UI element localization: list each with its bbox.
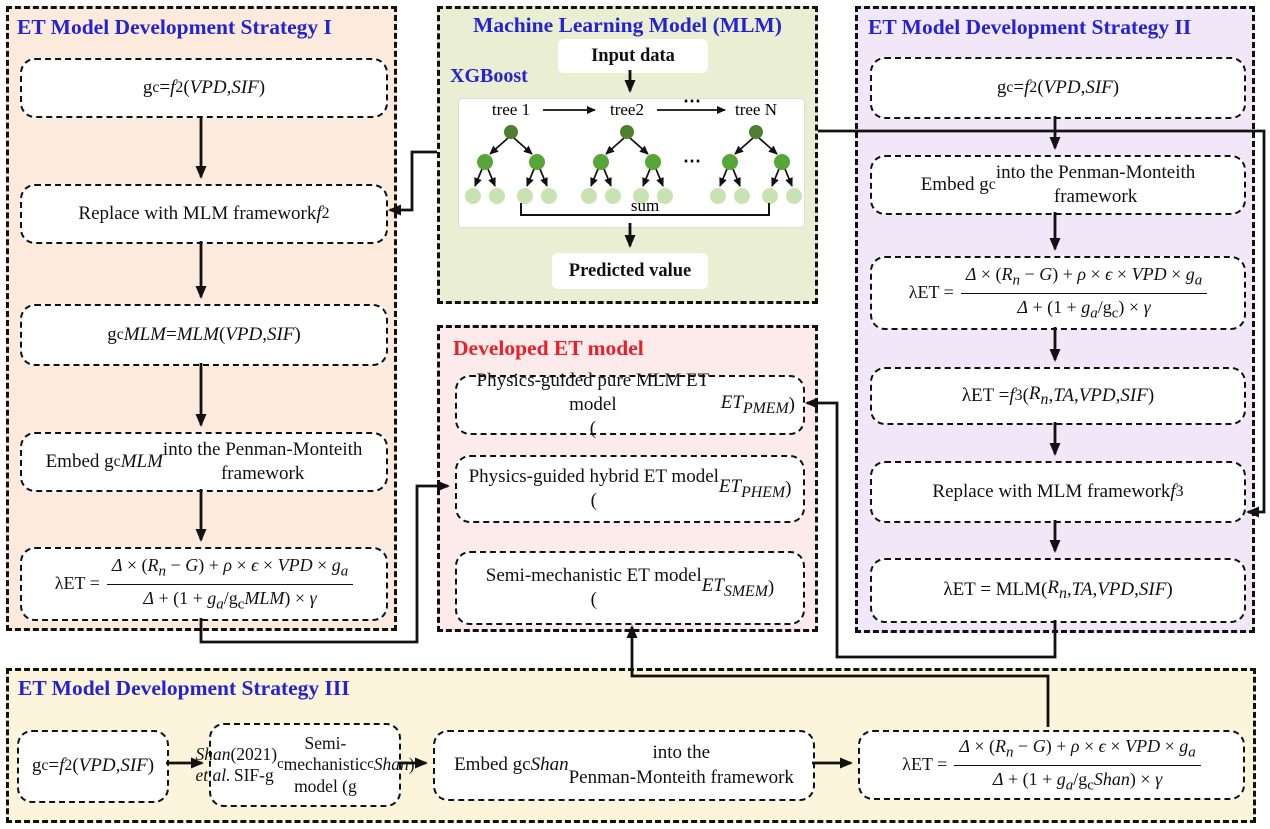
tree-edges	[474, 137, 793, 187]
tree-node	[541, 188, 557, 204]
sum-label: sum	[631, 196, 659, 215]
connector-mlm-to-strategy1	[388, 150, 437, 216]
tree-node	[633, 188, 649, 204]
tree-node	[722, 154, 738, 170]
strategy-3-title: ET Model Development Strategy III	[18, 676, 350, 700]
tree-2-label: tree2	[610, 100, 644, 119]
tree-node	[605, 188, 621, 204]
strategy-2-box-formula: λET = Δ × (Rn − G) + ρ × ϵ × VPD × ga Δ …	[870, 256, 1246, 330]
xgboost-tree-diagram: tree 1 tree2 tree N ⋯ ⋯	[465, 91, 802, 216]
developed-box-phem: Physics-guided hybrid ET model(ETPHEM)	[455, 455, 805, 523]
tree-node	[465, 188, 481, 204]
tree-node	[477, 154, 493, 170]
tree-1-label: tree 1	[492, 100, 530, 119]
tree-node	[529, 154, 545, 170]
strategy-2-box-mlm: λET = MLM(Rn, TA, VPD, SIF)	[870, 558, 1246, 623]
formula-numerator: Δ × (Rn − G) + ρ × ϵ × VPD × ga	[960, 263, 1208, 294]
tree-n-label: tree N	[735, 100, 777, 119]
xgboost-label: XGBoost	[450, 65, 528, 87]
strategy-3-box-formula: λET = Δ × (Rn − G) + ρ × ϵ × VPD × ga Δ …	[858, 730, 1245, 800]
strategy-1-title: ET Model Development Strategy I	[17, 15, 332, 39]
tree-nodes	[465, 125, 802, 204]
penman-monteith-formula: λET = Δ × (Rn − G) + ρ × ϵ × VPD × ga Δ …	[908, 263, 1208, 324]
tree-node	[749, 125, 763, 139]
formula-denominator: Δ + (1 + ga/gc) × γ	[1017, 296, 1151, 322]
formula-denominator: Δ + (1 + ga/gcShan) × γ	[992, 768, 1163, 794]
tree-node	[645, 154, 661, 170]
formula-fraction: Δ × (Rn − G) + ρ × ϵ × VPD × ga Δ + (1 +…	[106, 554, 354, 615]
panel-mlm: Machine Learning Model (MLM) Input data …	[437, 6, 818, 304]
tree-node	[517, 188, 533, 204]
formula-lhs: λET =	[54, 573, 100, 594]
tree-node	[734, 188, 750, 204]
formula-lhs: λET =	[902, 754, 948, 775]
mlm-title: Machine Learning Model (MLM)	[473, 13, 782, 37]
predicted-value-box: Predicted value	[552, 253, 708, 289]
formula-denominator: Δ + (1 + ga/gcMLM) × γ	[143, 587, 317, 613]
penman-monteith-formula: λET = Δ × (Rn − G) + ρ × ϵ × VPD × ga Δ …	[902, 735, 1201, 796]
xgboost-tree-canvas: tree 1 tree2 tree N ⋯ ⋯	[458, 91, 805, 228]
strategy-2-title: ET Model Development Strategy II	[868, 15, 1192, 39]
strategy-1-box-formula: λET = Δ × (Rn − G) + ρ × ϵ × VPD × ga Δ …	[20, 547, 388, 621]
panel-developed-et-model: Developed ET model Physics-guided pure M…	[437, 325, 818, 632]
tree-node	[593, 154, 609, 170]
tree-node	[710, 188, 726, 204]
ellipsis-top: ⋯	[683, 99, 701, 111]
tree-node	[657, 188, 673, 204]
sum-bracket	[520, 203, 770, 216]
formula-fraction: Δ × (Rn − G) + ρ × ϵ × VPD × ga Δ + (1 +…	[954, 735, 1201, 796]
tree-node	[762, 188, 778, 204]
formula-numerator: Δ × (Rn − G) + ρ × ϵ × VPD × ga	[954, 735, 1201, 766]
formula-fraction: Δ × (Rn − G) + ρ × ϵ × VPD × ga Δ + (1 +…	[960, 263, 1208, 324]
developed-box-smem: Semi-mechanistic ET model(ETSMEM)	[455, 551, 805, 625]
developed-box-pmem: Physics-guided pure MLM ET model(ETPMEM)	[455, 370, 805, 439]
formula-lhs: λET =	[908, 282, 954, 303]
tree-node	[581, 188, 597, 204]
tree-node	[786, 188, 802, 204]
tree-node	[489, 188, 505, 204]
tree-node	[504, 125, 518, 139]
tree-node	[620, 125, 634, 139]
developed-title: Developed ET model	[453, 336, 644, 360]
penman-monteith-formula: λET = Δ × (Rn − G) + ρ × ϵ × VPD × ga Δ …	[54, 554, 354, 615]
input-data-box: Input data	[558, 39, 708, 73]
tree-node	[774, 154, 790, 170]
ellipsis-mid: ⋯	[683, 151, 701, 171]
formula-numerator: Δ × (Rn − G) + ρ × ϵ × VPD × ga	[106, 554, 354, 585]
